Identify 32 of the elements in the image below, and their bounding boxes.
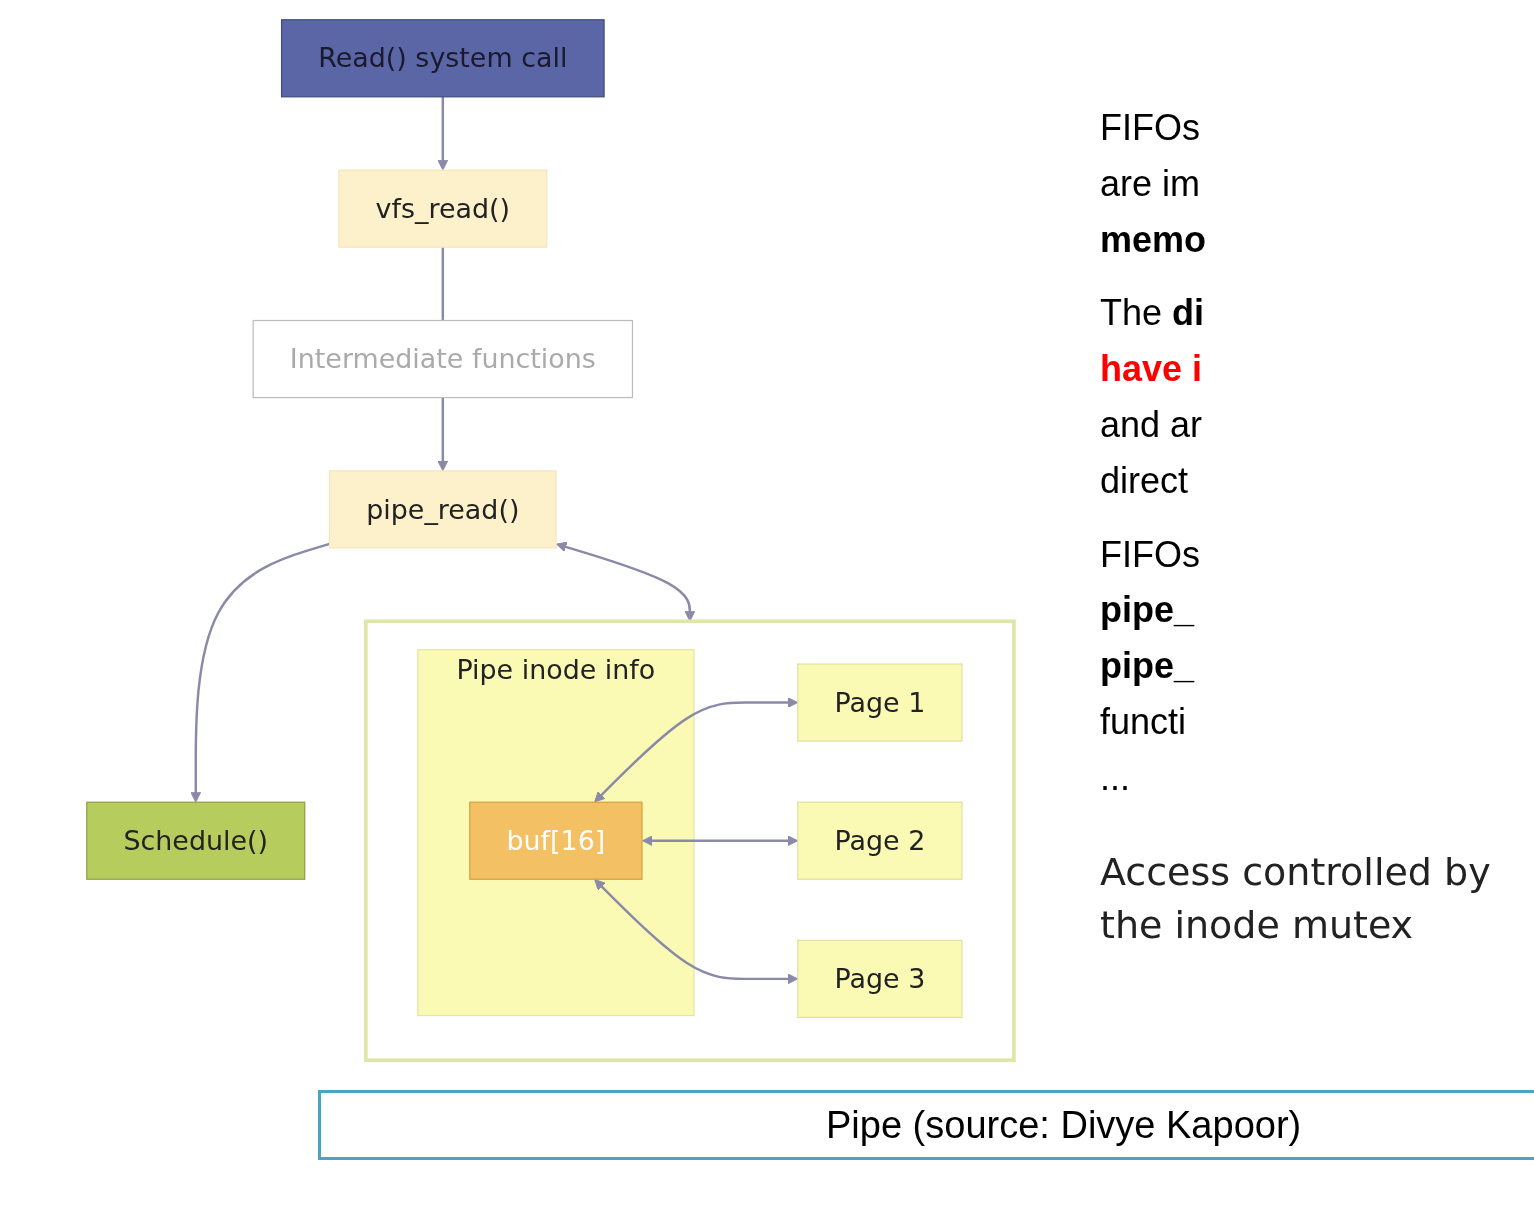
arrow	[555, 541, 695, 622]
text-fragment: pipe_	[1100, 644, 1196, 689]
text-fragment: The di	[1100, 291, 1206, 336]
text-fragment: are im	[1100, 161, 1202, 206]
text-fragment: FIFOs	[1100, 106, 1201, 150]
arrow	[437, 397, 448, 472]
node-box: Page 3	[796, 939, 963, 1018]
node-box: vfs_read()	[337, 169, 547, 248]
node-box: buf[16]	[468, 801, 643, 880]
text-fragment: pipe_	[1100, 588, 1196, 633]
arrow	[641, 835, 798, 847]
caption: Pipe (source: Divye Kapoor)	[826, 1103, 1302, 1147]
text-fragment: direct	[1100, 458, 1190, 503]
node-box: Read() system call	[280, 19, 605, 98]
node-box: Page 1	[796, 663, 963, 742]
text-fragment: ...	[1100, 755, 1131, 800]
note-text: Access controlled by the inode mutex	[1100, 848, 1492, 949]
text-fragment: memo	[1100, 217, 1208, 262]
text-fragment: FIFOs	[1100, 532, 1201, 577]
arrow	[437, 96, 448, 171]
text-fragment: have i	[1100, 347, 1204, 392]
text-fragment: functi	[1100, 699, 1188, 744]
node-box: Intermediate functions	[252, 319, 633, 399]
cluster	[363, 619, 1016, 1063]
arrow	[190, 542, 330, 803]
text-fragment: and ar	[1100, 403, 1204, 447]
arrow	[593, 697, 798, 803]
arrow	[593, 879, 798, 985]
connector	[441, 247, 444, 321]
node-box: Page 2	[796, 801, 963, 880]
node-box: pipe_read()	[328, 470, 557, 549]
node-box: Schedule()	[85, 801, 305, 880]
